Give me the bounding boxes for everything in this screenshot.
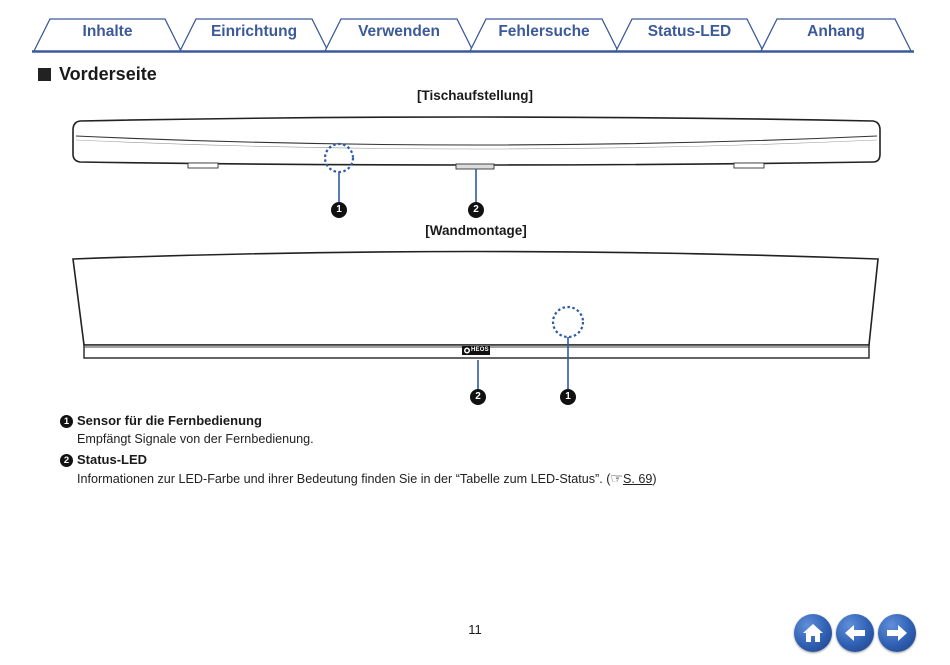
forward-button[interactable]: [878, 614, 916, 652]
device-diagram: [72, 116, 881, 405]
item-2-body: Informationen zur LED-Farbe und ihrer Be…: [77, 470, 657, 487]
tab-inhalte[interactable]: Inhalte: [82, 23, 133, 40]
arrow-right-icon: [887, 625, 907, 641]
pointing-hand-icon: ☞: [610, 470, 623, 486]
caption-wall-mount: [Wandmontage]: [425, 223, 527, 238]
tab-anhang[interactable]: Anhang: [807, 23, 865, 40]
soundbar-front-table: [72, 116, 881, 170]
back-button[interactable]: [836, 614, 874, 652]
item-2-number: 2: [60, 454, 73, 467]
home-icon: [803, 624, 823, 642]
tab-einrichtung[interactable]: Einrichtung: [210, 23, 298, 40]
item-1-number: 1: [60, 415, 73, 428]
page-69-link[interactable]: S. 69: [622, 472, 653, 486]
item-2-heading: 2 Status-LED: [60, 452, 147, 467]
sensor-marker-wall: [551, 305, 585, 339]
item-2-title: Status-LED: [77, 452, 148, 467]
item-2-ref-close: ): [652, 472, 657, 486]
heos-logo: HEOS: [471, 347, 489, 353]
tab-bar: [32, 18, 914, 53]
section-heading: Vorderseite: [38, 64, 157, 85]
tab-fehlersuche[interactable]: Fehlersuche: [498, 23, 590, 40]
home-button[interactable]: [794, 614, 832, 652]
callout-1-wall: 1: [565, 391, 571, 402]
tab-verwenden[interactable]: Verwenden: [358, 23, 440, 40]
page-number: 11: [468, 622, 482, 637]
tab-status-led[interactable]: Status-LED: [647, 23, 732, 40]
item-2-text: Informationen zur LED-Farbe und ihrer Be…: [77, 472, 603, 486]
item-1-title: Sensor für die Fernbedienung: [77, 413, 262, 428]
caption-table-setup: [Tischaufstellung]: [416, 88, 533, 103]
soundbar-front-wall: [72, 250, 879, 359]
section-title: Vorderseite: [59, 64, 157, 84]
callout-1-table: 1: [336, 204, 342, 215]
item-2-ref-open: (: [606, 472, 611, 486]
callout-2-table: 2: [473, 204, 479, 215]
callout-2-wall: 2: [475, 391, 481, 402]
section-square-icon: [38, 68, 51, 81]
item-1-heading: 1 Sensor für die Fernbedienung: [60, 413, 262, 428]
item-1-body: Empfängt Signale von der Fernbedienung.: [77, 432, 314, 446]
arrow-left-icon: [845, 625, 865, 641]
